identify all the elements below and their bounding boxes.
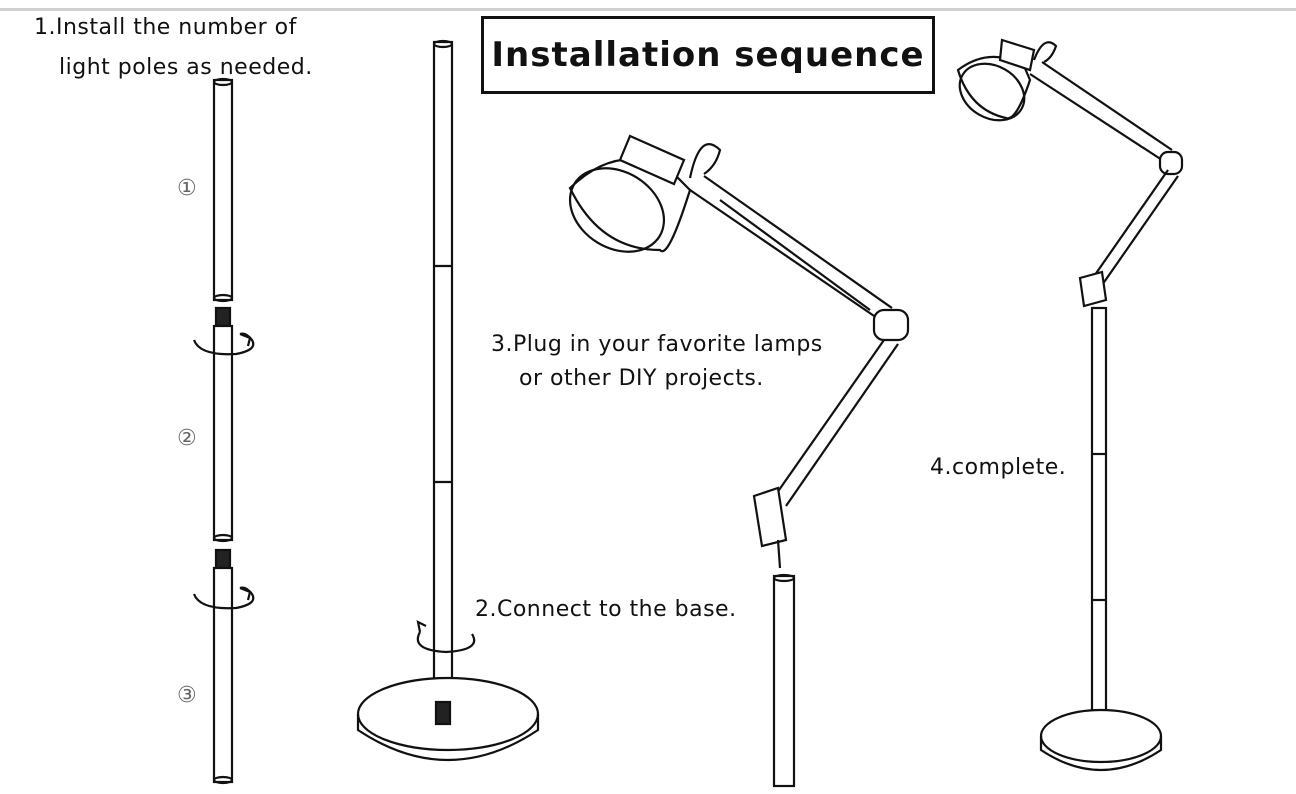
assembled-pole bbox=[432, 39, 454, 700]
top-divider bbox=[0, 8, 1296, 11]
rotate-arrow-icon bbox=[192, 586, 255, 610]
swing-arm bbox=[689, 175, 910, 569]
step-3-text: 3.Plug in your favorite lamps or other DI… bbox=[491, 328, 823, 396]
lamp-shade-icon bbox=[956, 38, 1058, 122]
rotate-arrow-icon bbox=[416, 620, 476, 654]
complete-pole bbox=[1090, 306, 1108, 734]
step-1-line-1: 1.Install the number of bbox=[34, 15, 297, 40]
step-3-line-1: 3.Plug in your favorite lamps bbox=[491, 332, 823, 357]
lamp-shade-icon bbox=[568, 134, 722, 253]
pole-segment-2 bbox=[212, 306, 234, 543]
pole-number-1: ① bbox=[177, 176, 197, 201]
swing-arm bbox=[1029, 61, 1184, 308]
pole-segment-3 bbox=[212, 548, 234, 785]
step-2-text: 2.Connect to the base. bbox=[475, 597, 737, 622]
pole-segment-1 bbox=[212, 77, 234, 303]
pole-number-2: ② bbox=[177, 426, 197, 451]
page-title: Installation sequence bbox=[481, 16, 935, 94]
rotate-arrow-icon bbox=[192, 332, 255, 356]
lamp-base-icon bbox=[356, 676, 540, 761]
step-1-text: 1.Install the number of light poles as ne… bbox=[34, 8, 313, 88]
step-1-line-2: light poles as needed. bbox=[59, 55, 313, 80]
step-3-line-2: or other DIY projects. bbox=[519, 366, 764, 391]
lamp-pole-bottom bbox=[772, 573, 796, 788]
step-4-text: 4.complete. bbox=[930, 455, 1067, 480]
lamp-base-icon bbox=[1039, 708, 1163, 772]
pole-number-3: ③ bbox=[177, 683, 197, 708]
